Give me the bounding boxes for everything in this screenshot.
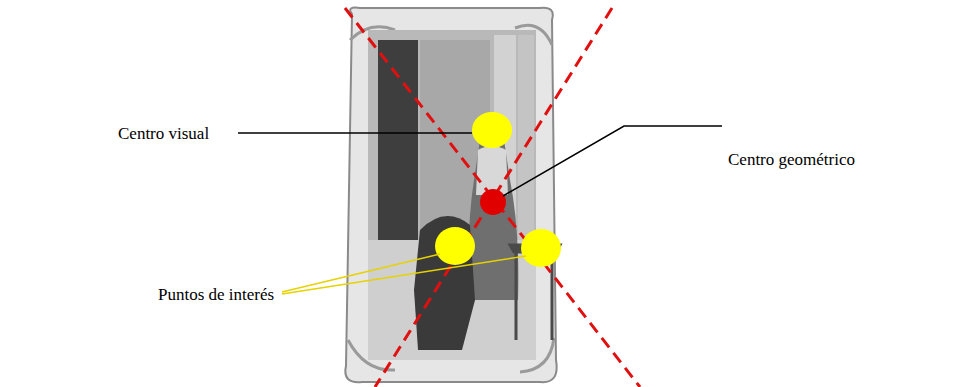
- interest-point-dot: [521, 229, 561, 267]
- wicker-chair: [414, 216, 475, 350]
- diagonal-line: [375, 8, 612, 387]
- diagonal-line: [345, 8, 640, 387]
- leader-line: [503, 126, 722, 196]
- leader-line: [282, 256, 526, 294]
- photo-background: [368, 30, 536, 360]
- callout-label: Centro visual: [118, 124, 209, 144]
- woman-figure: [469, 134, 519, 300]
- leader-line: [238, 132, 472, 134]
- doorway: [378, 40, 418, 240]
- frame-ornament: [348, 25, 554, 372]
- callout-label: Puntos de interés: [158, 285, 274, 305]
- photo-frame: [345, 8, 556, 383]
- geometric-center-dot: [480, 189, 506, 215]
- visual-center-dot: [472, 112, 512, 148]
- callout-label: Centro geométrico: [728, 150, 855, 170]
- woman-blouse: [476, 146, 508, 195]
- interest-point-dot: [435, 227, 475, 265]
